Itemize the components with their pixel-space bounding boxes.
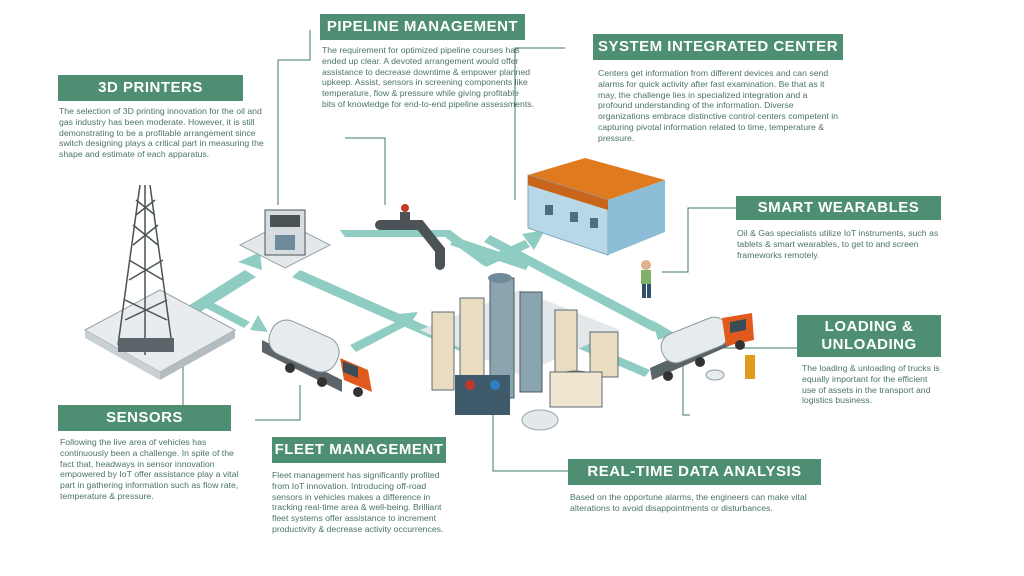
connector-line [662, 207, 736, 273]
flow-arrow [484, 235, 660, 332]
3d-printer-illustration [238, 209, 332, 269]
loading-unloading-heading-line1: LOADING & [824, 318, 914, 335]
flow-arrow [238, 252, 262, 270]
loading-unloading-heading-line2: UNLOADING [821, 336, 917, 353]
loading-unloading-description: The loading & unloading of trucks is equ… [802, 363, 940, 406]
flow-arrow [398, 312, 418, 328]
pipeline-management-description: The requirement for optimized pipeline c… [322, 45, 534, 109]
flow-arrows [150, 230, 676, 377]
system-integrated-center-heading: SYSTEM INTEGRATED CENTER [593, 34, 843, 60]
flow-arrow [450, 237, 530, 270]
flow-arrow [340, 230, 455, 237]
real-time-data-analysis-description: Based on the opportune alarms, the engin… [570, 492, 807, 513]
loading-truck-illustration [650, 313, 755, 381]
flow-arrow [480, 240, 530, 267]
smart-wearables-description: Oil & Gas specialists utilize IoT instru… [737, 228, 939, 260]
connector-line [255, 385, 301, 421]
real-time-data-analysis-heading: REAL-TIME DATA ANALYSIS [568, 459, 821, 485]
sensors-heading: SENSORS [58, 405, 231, 431]
3d-printers-heading: 3D PRINTERS [58, 75, 243, 101]
pipeline-valve-illustration [375, 204, 445, 270]
pipeline-management-heading: PIPELINE MANAGEMENT [320, 14, 525, 40]
flow-arrow [522, 230, 545, 250]
system-integrated-center-description: Centers get information from different d… [598, 68, 838, 143]
flow-arrow [250, 315, 268, 332]
connector-line [492, 400, 568, 472]
refinery-illustration [420, 273, 620, 431]
smart-wearables-heading: SMART WEARABLES [736, 196, 941, 220]
3d-printers-description: The selection of 3D printing innovation … [59, 106, 264, 160]
connector-line [277, 30, 311, 205]
connector-line [345, 137, 386, 205]
loading-unloading-heading: LOADING & UNLOADING [797, 315, 941, 357]
connector-line [514, 47, 565, 200]
drilling-rig-illustration [83, 184, 237, 380]
flow-arrow [202, 300, 250, 328]
sensors-description: Following the live area of vehicles has … [60, 437, 239, 501]
tanker-truck-illustration [262, 319, 372, 397]
system-center-building-illustration [527, 158, 665, 256]
fleet-management-description: Fleet management has significantly profi… [272, 470, 444, 534]
worker-illustration [641, 260, 651, 298]
fleet-management-heading: FLEET MANAGEMENT [272, 437, 446, 463]
flow-arrow [350, 320, 406, 352]
